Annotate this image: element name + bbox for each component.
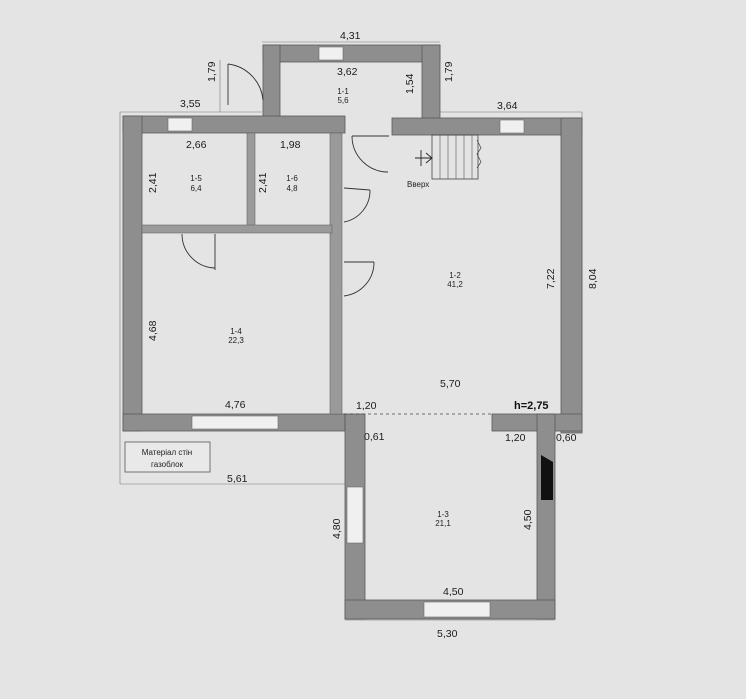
room-id: 1-3 xyxy=(437,510,449,519)
material-box xyxy=(124,441,211,473)
dim-room15-height: 2,41 xyxy=(147,172,159,193)
dim-porch-width: 3,62 xyxy=(337,66,358,78)
material-label-line1: Матеріал стін xyxy=(142,448,192,457)
dim-porch-inner-depth: 1,54 xyxy=(404,73,416,94)
dim-right-top: 3,64 xyxy=(497,100,518,112)
room-labels: 1-1 5,6 1-2 41,2 1-3 21,1 1-4 22,3 1-5 6… xyxy=(190,87,463,528)
dim-room16-height: 2,41 xyxy=(257,172,269,193)
room-area: 6,4 xyxy=(190,184,202,193)
dim-wall-left: 0,61 xyxy=(364,431,385,443)
ceiling-height-label: h=2,75 xyxy=(514,400,549,412)
doors xyxy=(181,63,553,500)
dim-room16-width: 1,98 xyxy=(280,139,301,151)
window-room14 xyxy=(191,415,279,430)
dim-room13-height-right: 4,50 xyxy=(522,509,534,530)
dim-porch-right-depth: 1,79 xyxy=(443,61,455,82)
dim-bottom-left-total: 5,61 xyxy=(227,473,248,485)
window-room13-bottom xyxy=(423,601,491,618)
dim-room14-width: 4,76 xyxy=(225,399,246,411)
dim-room14-height: 4,68 xyxy=(147,320,159,341)
dim-room13-width: 4,50 xyxy=(443,586,464,598)
dim-top-overall: 4,31 xyxy=(340,30,361,42)
dim-porch-left-depth: 1,79 xyxy=(206,61,218,82)
dim-left-top: 3,55 xyxy=(180,98,201,110)
dim-wall-right: 0,60 xyxy=(556,432,577,444)
window-porch-top xyxy=(318,46,344,61)
room-area: 41,2 xyxy=(447,280,463,289)
plan-labels: Вверх h=2,75 Матеріал стін газоблок xyxy=(142,180,549,469)
dim-gap-left: 1,20 xyxy=(356,400,377,412)
window-hall-top xyxy=(499,119,525,134)
room-id: 1-5 xyxy=(190,174,202,183)
room-area: 4,8 xyxy=(286,184,298,193)
room-area: 21,1 xyxy=(435,519,451,528)
dim-room13-height-left: 4,80 xyxy=(331,518,343,539)
dim-hall-width: 5,70 xyxy=(440,378,461,390)
material-label-line2: газоблок xyxy=(151,460,184,469)
room-area: 5,6 xyxy=(337,96,349,105)
room-id: 1-2 xyxy=(449,271,461,280)
stairs-up-label: Вверх xyxy=(407,180,429,189)
dim-hall-height-inner: 7,22 xyxy=(545,268,557,289)
room-id: 1-1 xyxy=(337,87,349,96)
room-id: 1-6 xyxy=(286,174,298,183)
dim-room15-width: 2,66 xyxy=(186,139,207,151)
dim-gap-right: 1,20 xyxy=(505,432,526,444)
dimension-texts: 4,31 3,62 1,79 1,79 1,54 3,55 3,64 2,66 … xyxy=(147,30,599,640)
room-id: 1-4 xyxy=(230,327,242,336)
room-area: 22,3 xyxy=(228,336,244,345)
stairs xyxy=(415,134,482,180)
windows xyxy=(167,46,525,618)
dim-room13-outer: 5,30 xyxy=(437,628,458,640)
window-room15 xyxy=(167,117,193,132)
window-room13-left xyxy=(346,486,364,544)
dim-hall-height-outer: 8,04 xyxy=(587,268,599,289)
